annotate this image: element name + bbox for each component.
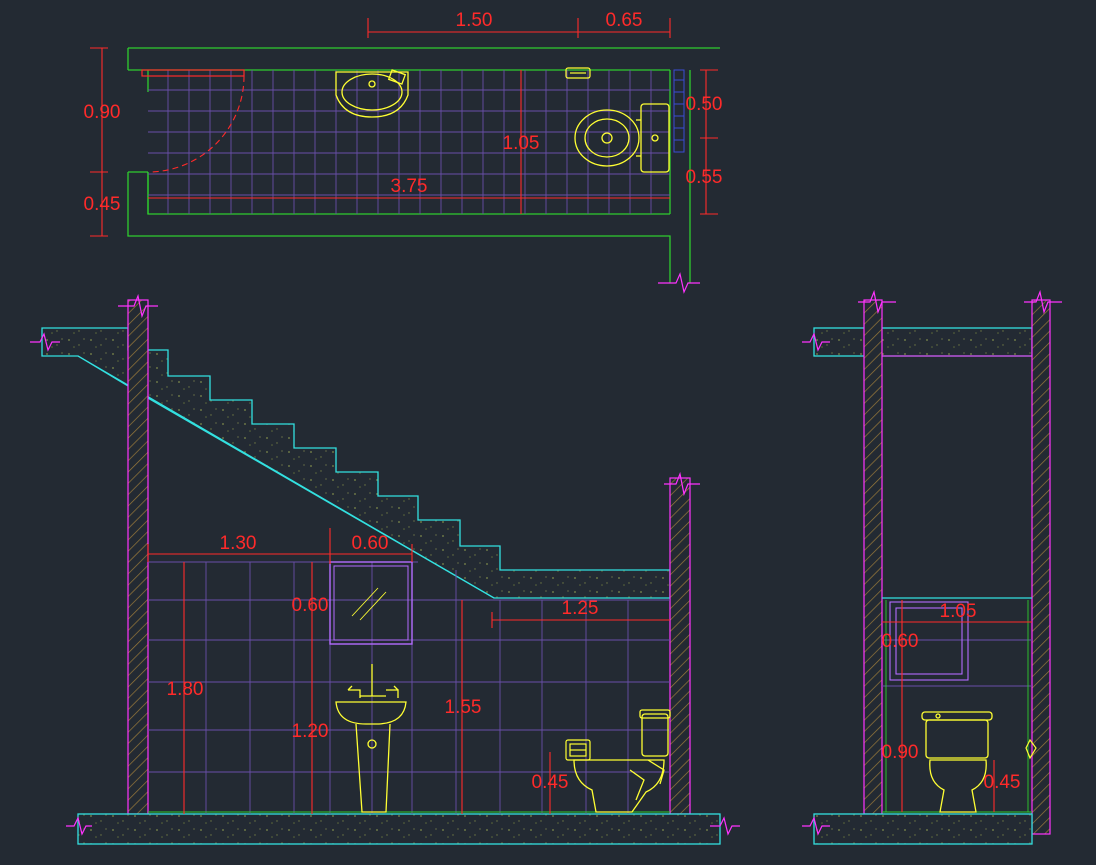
short-section-tile-grid <box>882 600 1032 813</box>
short-dim-holder-height: 0.45 <box>984 772 1021 793</box>
plan-tile-grid <box>148 70 670 214</box>
plan-dimension-lines <box>90 18 718 237</box>
short-section-right-wall <box>1031 299 1051 835</box>
plan-door <box>141 69 245 173</box>
plan-toilet <box>574 103 670 173</box>
short-section-ceiling-slab <box>813 327 1033 357</box>
long-dim-ceiling-length: 1.25 <box>562 598 599 619</box>
short-section-paper-holder <box>1025 738 1037 760</box>
long-section-break-marks <box>30 293 740 836</box>
long-dim-paper-holder: 0.45 <box>532 772 569 793</box>
long-dim-tile-height: 1.80 <box>167 679 204 700</box>
long-section-mirror <box>329 561 413 645</box>
plan-dim-toilet-lower: 0.55 <box>686 167 723 188</box>
plan-dim-top-sink: 1.50 <box>456 10 493 31</box>
plan-view: 1.50 0.65 0.90 0.45 1.05 3.75 0.50 0.55 <box>84 10 723 294</box>
long-section-floor <box>77 813 721 845</box>
plan-break-mark <box>658 272 700 294</box>
long-section-pedestal-sink <box>335 664 407 813</box>
plan-dim-length: 3.75 <box>391 176 428 197</box>
plan-sink <box>335 69 409 118</box>
long-section-left-wall <box>127 299 149 815</box>
long-section-toilet <box>573 709 671 813</box>
plan-dim-left-bottom: 0.45 <box>84 194 121 215</box>
long-dim-wall-to-mirror: 1.30 <box>220 533 257 554</box>
plan-soap-dish <box>565 67 591 79</box>
short-section-left-wall <box>863 299 883 815</box>
long-section-tile-grid <box>148 561 670 814</box>
long-dim-ceiling-height: 1.55 <box>445 697 482 718</box>
plan-dim-toilet-upper: 0.50 <box>686 94 723 115</box>
long-dim-sink-height: 1.20 <box>292 721 329 742</box>
long-dim-mirror-width: 0.60 <box>352 533 389 554</box>
short-section-floor <box>813 813 1033 845</box>
long-section-right-wall <box>669 477 691 815</box>
long-section: 1.30 0.60 0.60 1.80 1.20 1.55 1.25 0.45 <box>30 293 740 845</box>
plan-dim-depth: 1.05 <box>503 133 540 154</box>
long-dim-mirror-height: 0.60 <box>292 595 329 616</box>
short-section-dimension-lines <box>882 600 1032 812</box>
short-section-break-marks <box>802 289 1062 836</box>
plan-dim-top-toilet: 0.65 <box>606 10 643 31</box>
short-dim-width: 1.05 <box>940 601 977 622</box>
plan-dim-left-door: 0.90 <box>84 102 121 123</box>
plan-walls <box>127 47 720 283</box>
short-section: 1.05 0.60 0.90 0.45 <box>802 289 1062 845</box>
long-section-dimension-lines <box>147 528 670 814</box>
plan-pipe-chase <box>673 69 685 153</box>
short-section-mirror <box>889 601 969 681</box>
short-section-toilet <box>921 711 993 813</box>
short-dim-toilet-zone: 0.90 <box>882 742 919 763</box>
short-dim-mirror-height: 0.60 <box>882 631 919 652</box>
